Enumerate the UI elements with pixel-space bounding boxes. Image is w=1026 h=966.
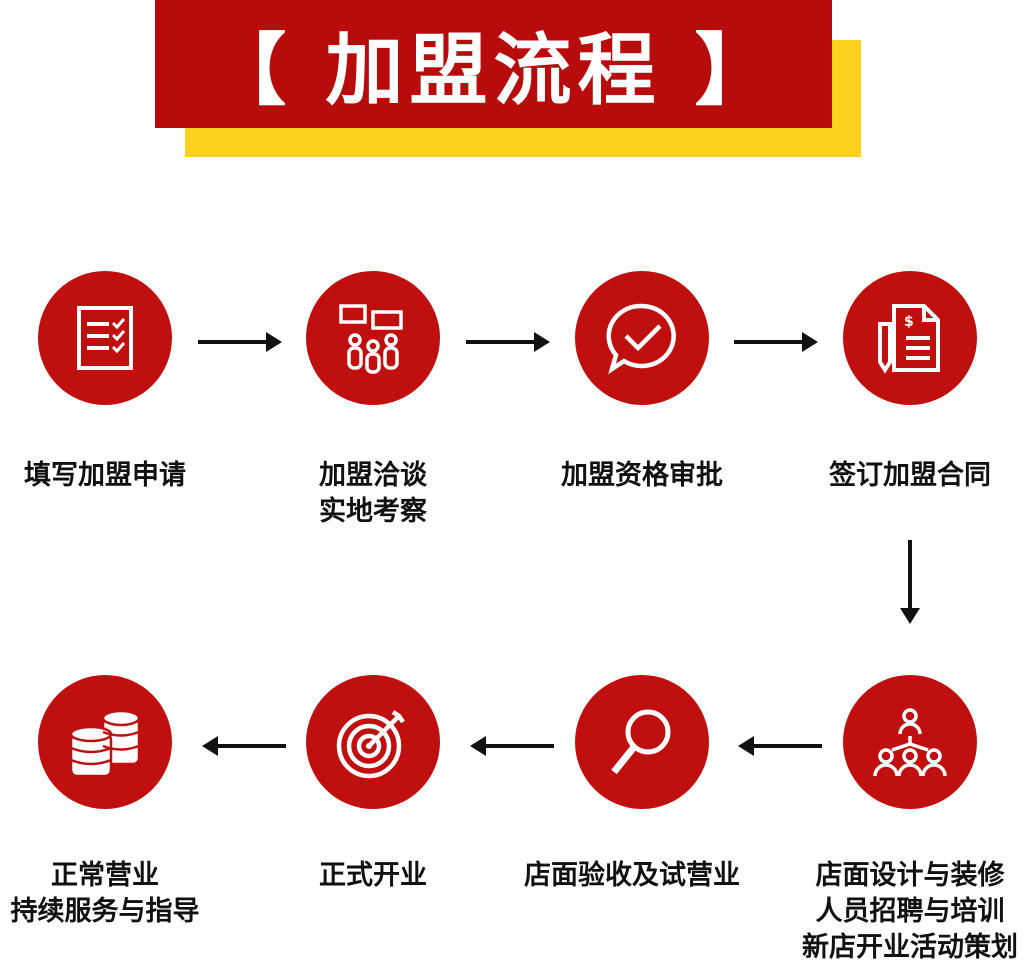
label-line: 正常营业	[51, 860, 159, 891]
label-line: 人员招聘与培训	[815, 896, 1005, 927]
page-title: 【 加盟流程 】	[155, 0, 832, 128]
coins-stack-icon	[69, 709, 141, 778]
arrow-left-icon	[738, 736, 822, 756]
label-line: 新店开业活动策划	[802, 932, 1018, 963]
label-line: 店面验收及试营业	[524, 860, 740, 891]
step-7-circle	[306, 675, 440, 809]
label-line: 持续服务与指导	[10, 896, 200, 927]
step-6-label: 店面验收及试营业	[502, 858, 762, 894]
discussion-people-icon	[339, 304, 403, 374]
step-8-label: 正常营业持续服务与指导	[0, 858, 235, 930]
step-2-label: 加盟洽谈实地考察	[243, 458, 503, 530]
label-line: 店面设计与装修	[815, 860, 1005, 891]
arrow-right-icon	[198, 332, 282, 352]
label-line: 加盟资格审批	[561, 460, 723, 491]
step-1-label: 填写加盟申请	[0, 458, 235, 494]
contract-sign-icon: $	[878, 304, 940, 374]
step-2-circle	[306, 271, 440, 405]
step-4-label: 签订加盟合同	[780, 458, 1026, 494]
label-line: 填写加盟申请	[24, 460, 186, 491]
arrow-down-icon	[900, 540, 920, 624]
arrow-right-icon	[734, 332, 818, 352]
arrow-left-icon	[470, 736, 554, 756]
label-line: 加盟洽谈	[319, 460, 427, 491]
label-line: 正式开业	[319, 860, 427, 891]
target-icon	[336, 710, 405, 779]
arrow-right-icon	[466, 332, 550, 352]
step-3-circle	[575, 271, 709, 405]
step-5-label: 店面设计与装修人员招聘与培训新店开业活动策划	[780, 858, 1026, 966]
step-3-label: 加盟资格审批	[512, 458, 772, 494]
label-line: 实地考察	[319, 496, 427, 527]
team-hierarchy-icon	[873, 708, 947, 777]
arrow-left-icon	[202, 736, 286, 756]
form-checklist-icon	[77, 306, 133, 370]
step-4-circle: $	[843, 271, 977, 405]
label-line: 签订加盟合同	[829, 460, 991, 491]
magnifier-icon	[611, 709, 671, 775]
step-5-circle	[843, 675, 977, 809]
step-1-circle	[38, 271, 172, 405]
step-8-circle	[38, 675, 172, 809]
approval-check-icon	[606, 303, 676, 375]
svg-text:$: $	[904, 314, 914, 330]
step-6-circle	[575, 675, 709, 809]
step-7-label: 正式开业	[243, 858, 503, 894]
